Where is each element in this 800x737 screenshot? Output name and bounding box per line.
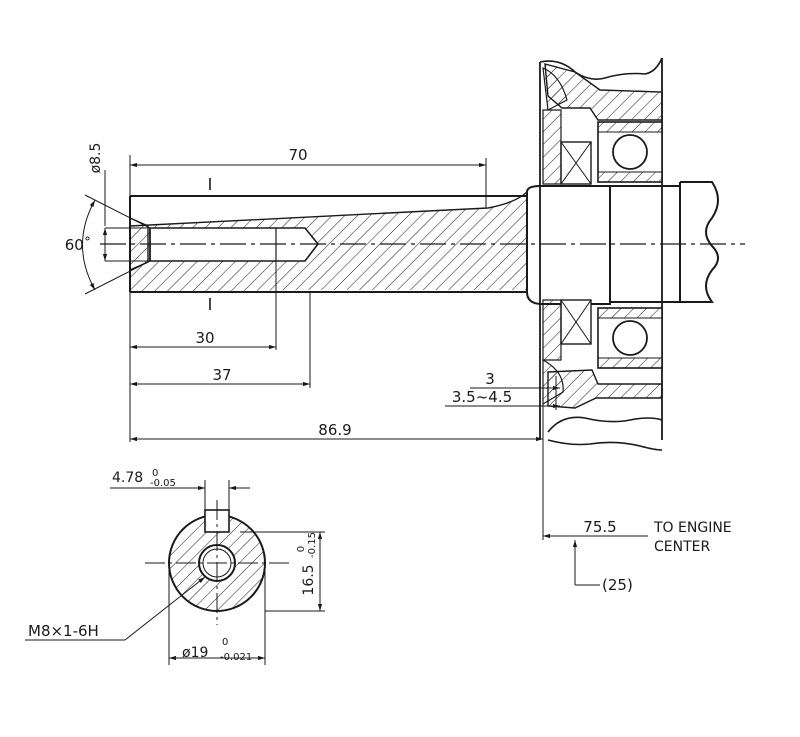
- dim-key-depth-tol-upper: 0: [296, 546, 307, 552]
- engine-center-label-1: TO ENGINE: [653, 520, 732, 536]
- dim-3: 3: [485, 370, 495, 388]
- dim-angle-60: 60˚: [65, 236, 92, 254]
- thread-spec: M8×1-6H: [28, 622, 99, 640]
- engine-housing: [539, 57, 663, 451]
- dim-86-9: 86.9: [318, 421, 351, 439]
- dim-diameter-19-tol-upper: 0: [222, 637, 228, 648]
- dim-3-5-4-5: 3.5~4.5: [452, 388, 512, 406]
- dim-diameter-19-tol-lower: -0.021: [220, 652, 252, 663]
- dim-70: 70: [288, 146, 307, 164]
- dimension-lines: [82, 155, 648, 586]
- dim-37: 37: [212, 366, 231, 384]
- dim-75-5: 75.5: [583, 518, 616, 536]
- dim-key-depth: 16.5: [301, 564, 317, 595]
- dim-key-width-tol-lower: -0.05: [150, 478, 176, 489]
- dim-diameter-8-5: ø8.5: [88, 143, 104, 174]
- shaft-cross-section: [25, 480, 325, 665]
- housing-lower-hatch: [547, 369, 663, 409]
- shaft-hatched-body: [130, 192, 527, 292]
- dim-key-width: 4.78: [112, 470, 143, 486]
- engine-center-label-2: CENTER: [654, 539, 710, 555]
- labels: 70 30 37 86.9 ø8.5 60˚ 3 3.5~4.5 4.78 0 …: [28, 143, 732, 663]
- dim-diameter-19: ø19: [182, 645, 208, 661]
- engine-center-ref: (25): [602, 576, 633, 594]
- shaft-side-view: [129, 178, 528, 310]
- shaft-hub: [526, 181, 719, 305]
- dim-key-depth-tol-lower: -0.15: [307, 532, 318, 558]
- dim-key-width-tol-upper: 0: [152, 468, 158, 479]
- dim-30: 30: [195, 329, 214, 347]
